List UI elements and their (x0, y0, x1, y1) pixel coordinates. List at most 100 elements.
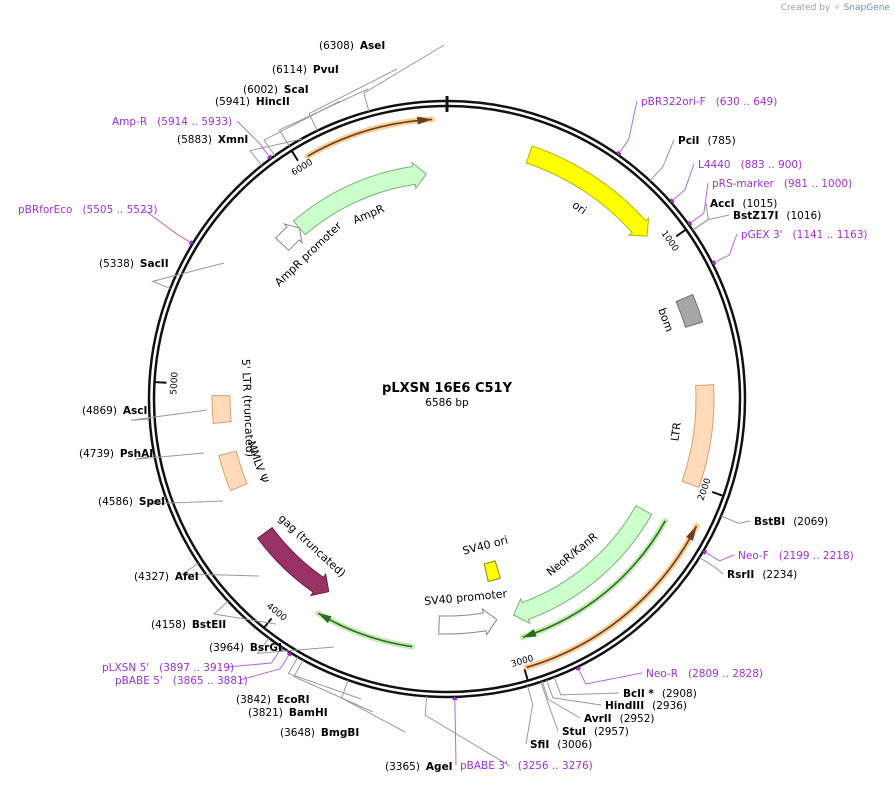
enzyme-label-bcli[interactable]: BclI *(2908) (623, 688, 697, 700)
orf-top-halo (304, 116, 436, 160)
feature-ampr[interactable] (292, 161, 428, 236)
primer-leader-pbrforeco (142, 208, 193, 245)
primer-range: (3256 .. 3276) (518, 760, 593, 772)
enzyme-label-asci[interactable]: (4869)AscI (82, 405, 147, 417)
enzyme-label-bamhi[interactable]: (3821)BamHI (248, 707, 328, 719)
primer-site-plxsn-5 (278, 646, 284, 652)
feature-ltr[interactable] (681, 384, 715, 488)
enzyme-label-rsrii[interactable]: RsrII(2234) (727, 569, 797, 581)
enzyme-name: BmgBI (321, 727, 359, 739)
enzyme-label-spei[interactable]: (4586)SpeI (98, 496, 165, 508)
enzyme-label-pshai[interactable]: (4739)PshAI (79, 448, 153, 460)
enzyme-position: (5941) (215, 96, 250, 108)
primer-name: Neo-F (738, 550, 769, 562)
enzyme-leader-bstz17i (692, 214, 730, 231)
enzyme-leader-acci (692, 202, 709, 231)
plasmid-backbone (147, 96, 747, 699)
enzyme-label-ecori[interactable]: (3842)EcoRI (236, 694, 310, 706)
primer-leader-plxsn-5 (226, 646, 283, 668)
credit-brand: SnapGene (843, 3, 890, 13)
feature-ori[interactable] (525, 145, 650, 237)
primer-label-amp-r[interactable]: Amp-R (5914 .. 5933) (112, 116, 232, 128)
enzyme-label-bstbi[interactable]: BstBI (2069) (754, 516, 828, 528)
orf-top-line (307, 118, 433, 157)
feature-gag-truncated[interactable] (256, 526, 330, 597)
primer-name: Amp-R (112, 116, 147, 128)
primer-label-plxsn-5[interactable]: pLXSN 5'(3897 .. 3919) (102, 662, 234, 674)
enzyme-label-bsrgi[interactable]: (3964)BsrGI (209, 642, 282, 654)
feature-label-sv40-promoter: SV40 promoter (424, 587, 508, 608)
enzyme-name: BstBI (754, 516, 785, 528)
enzyme-name: HincII (256, 96, 290, 108)
primer-name: pBABE 5' (115, 675, 163, 687)
enzyme-label-sacii[interactable]: (5338) SacII (99, 258, 169, 270)
enzyme-label-bmgbi[interactable]: (3648) BmgBI (280, 727, 359, 739)
enzyme-name: SfiI (530, 739, 549, 751)
feature-label-ampr: AmpR (351, 202, 387, 227)
enzyme-leader-bsrgi (256, 637, 335, 654)
feature-label-ltr-5-truncated: 5' LTR (truncated) (239, 359, 256, 458)
tick-label: 1000 (659, 229, 681, 254)
enzyme-label-bstz17i[interactable]: BstZ17I(1016) (733, 210, 821, 222)
enzyme-label-afei[interactable]: (4327)AfeI (134, 571, 199, 583)
enzyme-label-stui[interactable]: StuI(2957) (562, 726, 629, 738)
primer-label-l4440[interactable]: L4440(883 .. 900) (698, 159, 802, 171)
primer-site-pbrforeco (188, 240, 194, 246)
enzyme-label-hindiii[interactable]: HindIII(2936) (605, 700, 687, 712)
enzyme-leader-pvui (308, 68, 398, 131)
enzyme-label-agei[interactable]: (3365)AgeI (385, 761, 453, 773)
enzyme-label-sfii[interactable]: SfiI(3006) (530, 739, 592, 751)
enzyme-label-bsteii[interactable]: (4158)BstEII (151, 619, 226, 631)
primer-leader-pbabe-5 (239, 652, 291, 681)
orf-bottom-arrowhead (318, 613, 332, 624)
primer-range: (2199 .. 2218) (779, 550, 854, 562)
primer-range: (630 .. 649) (716, 96, 778, 108)
enzyme-position: (3821) (248, 707, 283, 719)
enzyme-label-xmni[interactable]: (5883)XmnI (177, 134, 248, 146)
feature-neor-kanr[interactable] (512, 504, 653, 625)
feature-sv40-ori[interactable] (483, 560, 501, 582)
feature-sv40-promoter[interactable] (438, 607, 498, 637)
enzyme-name: AccI (710, 198, 734, 210)
feature-mmlv-psi[interactable] (218, 450, 248, 492)
enzyme-position: (1016) (786, 210, 821, 222)
feature-ampr-promoter[interactable] (275, 222, 303, 252)
enzyme-label-acci[interactable]: AccI(1015) (710, 198, 777, 210)
primer-label-pbabe-5[interactable]: pBABE 5'(3865 .. 3881) (115, 675, 248, 687)
credit-prefix: Created by (780, 3, 831, 13)
enzyme-label-pvui[interactable]: (6114)PvuI (272, 64, 339, 76)
enzyme-name: SpeI (139, 496, 165, 508)
enzyme-name: EcoRI (277, 694, 310, 706)
enzyme-label-asei[interactable]: (6308)AseI (319, 40, 385, 52)
enzyme-leader-hincii (263, 100, 341, 156)
enzyme-position: (2234) (762, 569, 797, 581)
tick-label: 4000 (264, 602, 288, 624)
primer-range: (5914 .. 5933) (157, 116, 232, 128)
enzyme-leader-agei (424, 696, 511, 767)
feature-bom[interactable] (675, 293, 704, 328)
primer-label-pbabe-3[interactable]: pBABE 3'(3256 .. 3276) (460, 760, 593, 772)
orf-layer (304, 116, 700, 671)
enzyme-label-pcii[interactable]: PciI(785) (678, 135, 736, 147)
primer-label-prs-marker[interactable]: pRS-marker(981 .. 1000) (712, 178, 852, 190)
primer-label-neo-f[interactable]: Neo-F (2199 .. 2218) (738, 550, 854, 562)
enzyme-label-hincii[interactable]: (5941) HincII (215, 96, 290, 108)
enzyme-name: SacII (140, 258, 169, 270)
enzyme-position: (2069) (793, 516, 828, 528)
enzyme-position: (3648) (280, 727, 315, 739)
primer-label-pbr322ori-f[interactable]: pBR322ori-F(630 .. 649) (641, 96, 777, 108)
primer-label-neo-r[interactable]: Neo-R(2809 .. 2828) (646, 668, 763, 680)
primer-leader-pbr322ori-f (617, 100, 638, 156)
enzyme-name: PvuI (313, 64, 339, 76)
enzyme-label-scai[interactable]: (6002)ScaI (243, 84, 309, 96)
enzyme-leader-bmgbi (341, 679, 406, 733)
enzyme-label-avrii[interactable]: AvrII(2952) (584, 713, 655, 725)
feature-ltr-5-truncated[interactable] (211, 395, 232, 425)
enzyme-name: AseI (360, 40, 385, 52)
primer-label-pbrforeco[interactable]: pBRforEco(5505 .. 5523) (18, 204, 157, 216)
enzyme-position: (5338) (99, 258, 134, 270)
snapgene-credit: Created by ✧ SnapGene (781, 3, 890, 13)
enzyme-leader-bstbi (720, 515, 751, 524)
primer-label-pgex-3[interactable]: pGEX 3'(1141 .. 1163) (741, 229, 868, 241)
